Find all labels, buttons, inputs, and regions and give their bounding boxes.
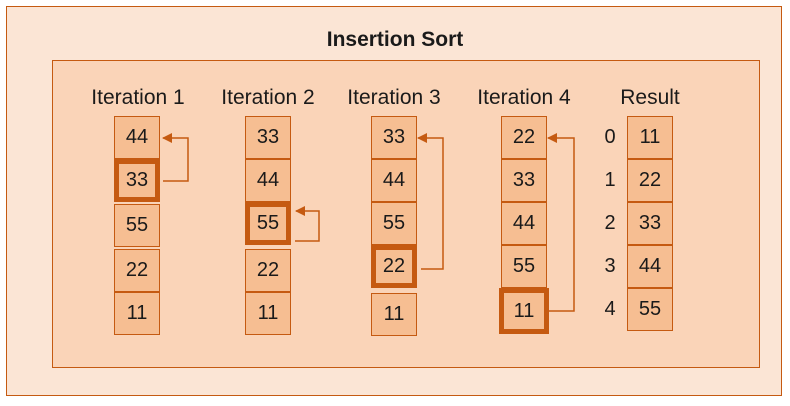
- result-index-1: 1: [604, 169, 616, 191]
- iter1-cell-2: 55: [114, 204, 160, 247]
- iter2-cell-2-highlighted: 55: [245, 202, 291, 245]
- arrow-iteration-2: [295, 206, 320, 242]
- iter4-cell-1: 33: [501, 159, 547, 202]
- iter1-cell-0: 44: [114, 116, 160, 159]
- iter1-cell-3: 22: [114, 249, 160, 292]
- iter3-cell-1: 44: [371, 159, 417, 202]
- diagram-title: Insertion Sort: [326, 28, 464, 51]
- iter1-cell-1-highlighted: 33: [114, 159, 160, 202]
- header-iteration-2: Iteration 2: [221, 86, 315, 109]
- iter4-cell-3: 55: [501, 245, 547, 288]
- iter4-cell-0: 22: [501, 116, 547, 159]
- iter4-cell-4-highlighted: 11: [499, 288, 549, 334]
- arrow-iteration-3: [417, 133, 444, 270]
- arrow-iteration-1: [162, 133, 189, 182]
- result-cell-2: 33: [627, 202, 673, 245]
- iter2-cell-1: 44: [245, 159, 291, 202]
- iter2-cell-0: 33: [245, 116, 291, 159]
- iter3-cell-3-highlighted: 22: [371, 245, 417, 288]
- result-cell-4: 55: [627, 288, 673, 331]
- iter2-cell-3: 22: [245, 249, 291, 292]
- iter3-cell-0: 33: [371, 116, 417, 159]
- result-cell-0: 11: [627, 116, 673, 159]
- result-index-2: 2: [604, 212, 616, 234]
- header-iteration-3: Iteration 3: [347, 86, 441, 109]
- result-cell-1: 22: [627, 159, 673, 202]
- iter1-cell-4: 11: [114, 292, 160, 335]
- result-index-4: 4: [604, 298, 616, 320]
- iter3-cell-2: 55: [371, 202, 417, 245]
- result-index-0: 0: [604, 126, 616, 148]
- iter3-cell-4: 11: [371, 293, 417, 336]
- header-iteration-4: Iteration 4: [477, 86, 571, 109]
- arrow-iteration-4: [547, 133, 575, 312]
- result-index-3: 3: [604, 255, 616, 277]
- iter2-cell-4: 11: [245, 292, 291, 335]
- header-result: Result: [620, 86, 680, 109]
- iter4-cell-2: 44: [501, 202, 547, 245]
- header-iteration-1: Iteration 1: [91, 86, 185, 109]
- result-cell-3: 44: [627, 245, 673, 288]
